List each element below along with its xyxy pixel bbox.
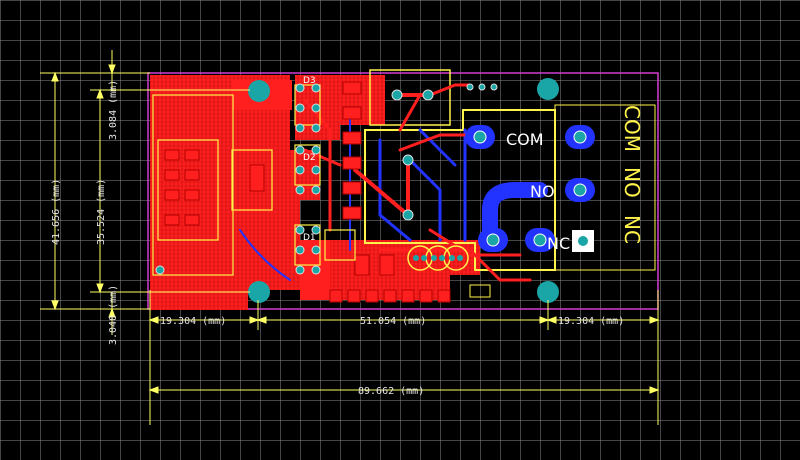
svg-text:3.084 (mm): 3.084 (mm) xyxy=(108,80,119,140)
relay-label-no: NO xyxy=(530,182,555,201)
svg-text:COM: COM xyxy=(620,105,644,152)
refdes-d2: D2 xyxy=(303,153,316,163)
ic-silkscreen xyxy=(152,84,356,276)
dim-inner-height-group: 35.524 (mm) xyxy=(96,179,107,245)
dimension-lines xyxy=(40,50,660,425)
svg-text:35.524 (mm): 35.524 (mm) xyxy=(96,179,107,245)
bottom-copper-traces xyxy=(239,119,548,281)
through-hole-pads xyxy=(155,83,498,275)
svg-text:41.656 (mm): 41.656 (mm) xyxy=(51,179,62,245)
dim-total-height-group: 41.656 (mm) xyxy=(51,179,62,245)
mounting-holes xyxy=(248,78,559,303)
relay-label-nc: NC xyxy=(547,234,570,253)
refdes-d3: D3 xyxy=(303,76,316,86)
board-outline xyxy=(147,72,659,310)
copper-pour-left xyxy=(150,75,385,310)
relay-silkscreen xyxy=(364,104,656,271)
svg-text:NC: NC xyxy=(620,215,644,244)
relay-label-com: COM xyxy=(506,130,544,149)
refdes-d1: D1 xyxy=(303,233,316,243)
led-pads xyxy=(413,255,463,261)
svg-text:NO: NO xyxy=(620,167,644,198)
dim-total-width: 89.662 (mm) xyxy=(358,386,424,397)
dim-bottom-offset-group: 3.048 (mm) xyxy=(108,285,119,345)
dim-left-segment: 19.304 (mm) xyxy=(160,316,226,327)
svg-text:3.048 (mm): 3.048 (mm) xyxy=(108,285,119,345)
smd-pads xyxy=(164,81,491,303)
dim-top-offset-group: 3.084 (mm) xyxy=(108,80,119,140)
relay-terminal-pads[interactable] xyxy=(465,125,595,252)
dim-middle-segment: 51.054 (mm) xyxy=(360,316,426,327)
dim-right-segment: 19.304 (mm) xyxy=(558,316,624,327)
mirrored-terminal-labels: COM NO NC xyxy=(620,105,644,244)
